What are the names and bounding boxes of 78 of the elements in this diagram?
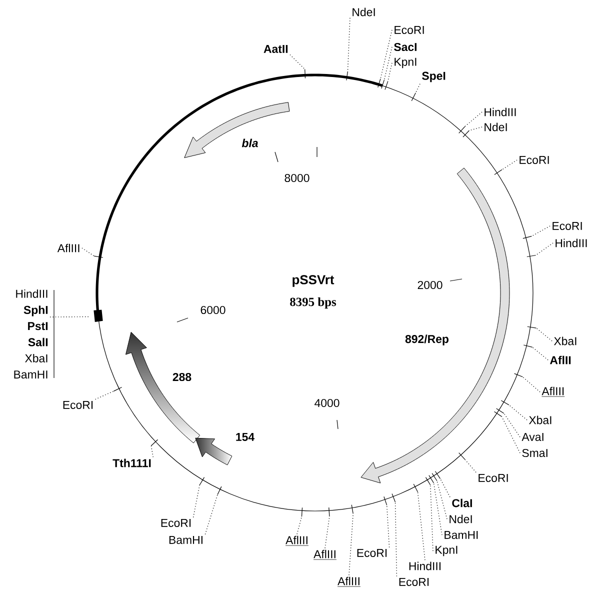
site-label: AflII (550, 356, 571, 364)
leader-line (434, 470, 450, 498)
site-label: AflIII (542, 386, 565, 397)
plasmid-name: pSSVrt (292, 275, 334, 287)
site-label: AatII (264, 45, 288, 53)
site-label: EcoRI (161, 519, 191, 527)
site-label: EcoRI (478, 474, 508, 482)
leader-line (384, 496, 390, 548)
site-label: EcoRI (394, 26, 424, 34)
site-label: NdeI (352, 8, 375, 16)
site-list: HindIII SphI PstI SalI XbaI BamHI (14, 289, 48, 379)
site-label: SpeI (422, 72, 446, 82)
leader-line (526, 242, 554, 258)
site-label: BamHI (444, 531, 478, 539)
leader-line (192, 476, 205, 518)
site-label: AvaI (522, 433, 544, 441)
scale-label: 8000 (284, 174, 310, 182)
site-label: SacI (394, 42, 416, 52)
leader-line (523, 344, 548, 360)
leader-line (384, 62, 392, 90)
site-label: HindIII (484, 108, 516, 116)
site-label: KpnI (436, 546, 458, 556)
leader-line (514, 373, 540, 392)
site-label: EcoRI (552, 222, 582, 230)
leader-line (50, 316, 90, 318)
leader-line (494, 160, 518, 175)
site-label: NdeI (484, 122, 507, 132)
site-label: KpnI (394, 58, 416, 68)
leader-line (378, 30, 392, 88)
gene-label: 154 (236, 433, 254, 441)
leader-line (411, 84, 420, 102)
site-label: BamHI (169, 536, 202, 544)
scale-label: 2000 (418, 280, 442, 290)
site-label: EcoRI (357, 549, 387, 557)
scale-label: 6000 (200, 306, 226, 314)
site-label: SmaI (522, 448, 548, 458)
leader-line (425, 476, 434, 552)
site-label: AflIII (57, 244, 80, 252)
leader-line (348, 504, 354, 576)
leader-line (527, 326, 552, 342)
site-label: NdeI (450, 514, 472, 524)
leader-line (500, 400, 528, 420)
site-label: EcoRI (63, 401, 93, 409)
leader-line (324, 507, 330, 548)
leader-line (462, 126, 482, 138)
leader-line (494, 411, 520, 454)
plasmid-size: 8395 bps (290, 297, 336, 309)
site-label: XbaI (528, 416, 552, 424)
site-label: Tth111I (112, 458, 151, 468)
leader-line (346, 18, 350, 81)
site-label: HindIII (409, 562, 440, 570)
leader-line (432, 473, 448, 520)
site-label: EcoRI (520, 156, 549, 164)
leader-line (381, 46, 392, 89)
leader-line (428, 475, 442, 536)
gene-label: bla (242, 138, 258, 148)
site-label: HindIII (556, 238, 587, 248)
gene-label: 288 (172, 372, 192, 382)
leader-line (413, 484, 426, 560)
leader-line (392, 493, 398, 577)
leader-line (458, 452, 476, 473)
site-label: EcoRI (399, 578, 429, 586)
leader-line (458, 112, 482, 134)
site-label: AflIII (313, 550, 337, 560)
leader-line (94, 386, 122, 400)
site-label: AflIII (337, 576, 361, 587)
leader-line (522, 226, 550, 239)
scale-label: 4000 (314, 398, 340, 408)
site-label: XbaI (554, 336, 576, 346)
leader-line (204, 486, 222, 535)
leader-line (150, 439, 158, 458)
site-label: ClaI (452, 498, 472, 508)
leader-line (296, 507, 303, 534)
gene-label: 892/Rep (405, 334, 448, 346)
site-label: AflIII (285, 536, 309, 546)
leader-line (82, 248, 104, 258)
leader-line (496, 408, 520, 438)
leader-line (290, 54, 306, 79)
